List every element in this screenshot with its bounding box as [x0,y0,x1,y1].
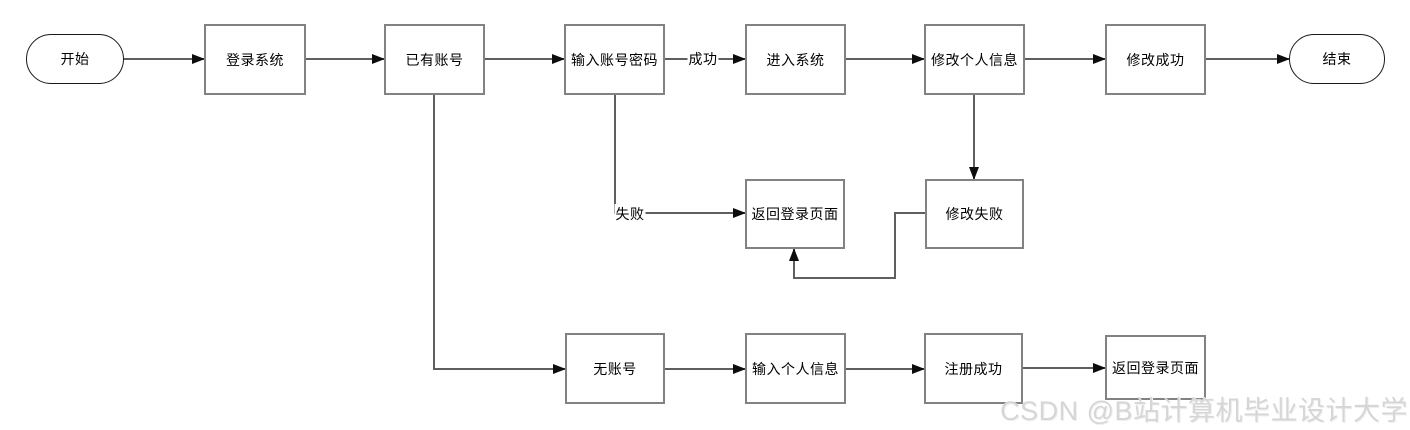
node-label: 返回登录页面 [751,206,839,222]
node-label: 已有账号 [405,51,464,68]
node-start: 开始 [26,34,124,84]
edge-label-credentials-success: 成功 [687,49,719,69]
edge-has-account-to-no-account [433,95,566,374]
node-label: 结束 [1322,51,1352,67]
node-end: 结束 [1289,34,1385,84]
node-label: 输入个人信息 [752,360,839,377]
edge-credentials-fail [614,95,746,218]
node-return-login-page: 返回登录页面 [745,179,845,249]
node-label: 修改个人信息 [931,51,1018,68]
node-label: 登录系统 [226,51,284,68]
node-label: 无账号 [593,360,637,377]
node-modify-fail: 修改失败 [925,179,1024,249]
edge-label-credentials-fail: 失败 [614,204,646,224]
node-label: 开始 [60,51,90,67]
node-label: 输入账号密码 [571,51,658,68]
node-label: 进入系统 [766,51,825,68]
node-label: 返回登录页面 [1112,359,1199,376]
node-enter-personal-info: 输入个人信息 [745,333,846,404]
node-modify-success: 修改成功 [1105,24,1206,95]
node-login-system: 登录系统 [204,24,306,95]
node-label: 注册成功 [944,360,1003,377]
node-enter-system: 进入系统 [745,24,846,95]
node-no-account: 无账号 [565,333,665,404]
node-enter-credentials: 输入账号密码 [564,24,665,95]
node-modify-personal-info: 修改个人信息 [924,24,1025,95]
node-return-login-page-2: 返回登录页面 [1105,335,1206,400]
node-register-success: 注册成功 [924,333,1023,404]
node-label: 修改失败 [945,206,1004,222]
node-has-account: 已有账号 [384,24,485,95]
edge-fail-to-return-login [789,212,925,279]
node-label: 修改成功 [1126,51,1185,68]
